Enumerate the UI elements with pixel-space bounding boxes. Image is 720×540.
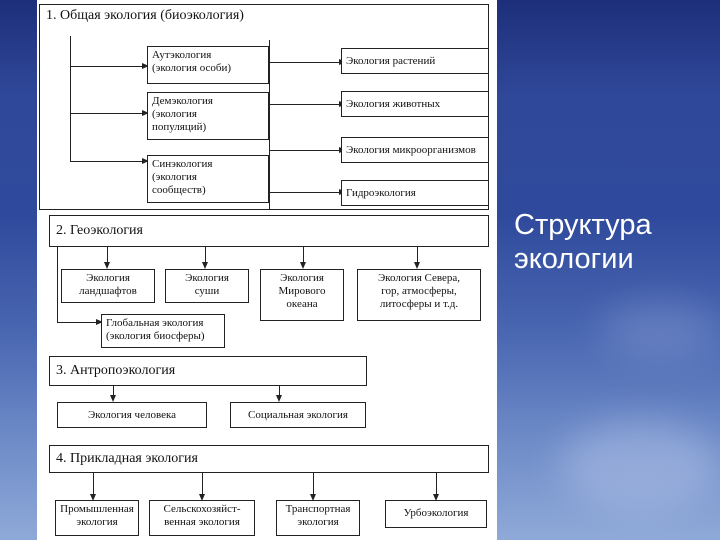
connector-line	[70, 66, 143, 68]
box-text: популяций)	[152, 121, 207, 133]
box-text: (экология	[152, 108, 197, 120]
box-text: экология	[297, 516, 339, 528]
arrow-icon	[96, 319, 103, 325]
box-north-ecology: Экология Севера, гор, атмосферы, литосфе…	[357, 269, 481, 321]
box-global-ecology: Глобальная экология (экология биосферы)	[101, 314, 225, 348]
box-ocean-ecology: Экология Мирового океана	[260, 269, 344, 321]
box-social-ecology: Социальная экология	[230, 402, 366, 428]
box-text: Экология	[185, 272, 229, 284]
box-text: Социальная экология	[248, 409, 348, 421]
connector-line	[269, 40, 271, 210]
connector-line	[70, 36, 72, 162]
connector-line	[93, 473, 95, 496]
section-1-header: 1. Общая экология (биоэкология)	[46, 8, 244, 23]
connector-line	[303, 247, 305, 264]
slide-title-line: экологии	[514, 243, 634, 275]
arrow-icon	[90, 494, 96, 501]
arrow-icon	[104, 262, 110, 269]
box-text: Экология	[280, 272, 324, 284]
box-text: Промышленная	[60, 503, 134, 515]
box-urban-ecology: Урбоэкология	[385, 500, 487, 528]
box-agricultural-ecology: Сельскохозяйст- венная экология	[149, 500, 255, 536]
box-text: сообществ)	[152, 184, 206, 196]
box-microorganism-ecology: Экология микроорганизмов	[341, 137, 489, 163]
box-text: Экология Севера,	[377, 272, 461, 284]
section-3-header-box: 3. Антропоэкология	[49, 356, 367, 386]
box-text: ландшафтов	[79, 285, 137, 297]
arrow-icon	[276, 395, 282, 402]
box-text: венная экология	[164, 516, 240, 528]
box-landscape-ecology: Экология ландшафтов	[61, 269, 155, 303]
connector-line	[269, 150, 340, 152]
connector-line	[57, 247, 59, 323]
connector-line	[113, 386, 115, 397]
box-text: (экология биосферы)	[106, 330, 205, 342]
box-transport-ecology: Транспортная экология	[276, 500, 360, 536]
box-animal-ecology: Экология животных	[341, 91, 489, 117]
connector-line	[107, 247, 109, 264]
box-text: Сельскохозяйст-	[163, 503, 241, 515]
box-demecology: Демэкология (экология популяций)	[147, 92, 269, 140]
arrow-icon	[300, 262, 306, 269]
arrow-icon	[142, 110, 149, 116]
section-2-header-box: 2. Геоэкология	[49, 215, 489, 247]
background-glow	[560, 420, 720, 510]
box-hydroecology: Гидроэкология	[341, 180, 489, 206]
section-2-header: 2. Геоэкология	[56, 223, 143, 238]
section-4-header-box: 4. Прикладная экология	[49, 445, 489, 473]
connector-line	[70, 113, 143, 115]
connector-line	[269, 62, 340, 64]
arrow-icon	[142, 158, 149, 164]
box-text: Глобальная экология	[106, 317, 204, 329]
box-industrial-ecology: Промышленная экология	[55, 500, 139, 536]
arrow-icon	[414, 262, 420, 269]
slide-title-line: Структура	[514, 209, 652, 241]
box-text: Экология растений	[346, 55, 436, 67]
box-text: экология	[76, 516, 118, 528]
box-text: (экология особи)	[152, 62, 232, 74]
box-text: Синэкология	[152, 158, 213, 170]
box-text: Транспортная	[285, 503, 351, 515]
arrow-icon	[199, 494, 205, 501]
connector-line	[313, 473, 315, 496]
box-plant-ecology: Экология растений	[341, 48, 489, 74]
box-text: гор, атмосферы,	[381, 285, 457, 297]
connector-line	[57, 322, 97, 324]
arrow-icon	[142, 63, 149, 69]
section-3-header: 3. Антропоэкология	[56, 363, 176, 378]
box-autecology: Аутэкология (экология особи)	[147, 46, 269, 84]
connector-line	[417, 247, 419, 264]
box-text: литосферы и т.д.	[379, 298, 459, 310]
box-synecology: Синэкология (экология сообществ)	[147, 155, 269, 203]
box-text: Мирового	[278, 285, 326, 297]
arrow-icon	[110, 395, 116, 402]
connector-line	[70, 161, 143, 163]
connector-line	[269, 104, 340, 106]
box-text: Гидроэкология	[346, 187, 416, 199]
arrow-icon	[202, 262, 208, 269]
connector-line	[436, 473, 438, 496]
box-text: (экология	[152, 171, 197, 183]
connector-line	[202, 473, 204, 496]
box-human-ecology: Экология человека	[57, 402, 207, 428]
box-land-ecology: Экология суши	[165, 269, 249, 303]
arrow-icon	[433, 494, 439, 501]
box-text: Экология человека	[87, 409, 177, 421]
box-text: Аутэкология	[152, 49, 212, 61]
background-glow	[600, 300, 720, 360]
box-text: Урбоэкология	[403, 507, 469, 519]
box-text: суши	[194, 285, 220, 297]
connector-line	[269, 192, 340, 194]
box-text: океана	[286, 298, 318, 310]
arrow-icon	[310, 494, 316, 501]
box-text: Экология микроорганизмов	[346, 144, 476, 156]
connector-line	[279, 386, 281, 397]
connector-line	[205, 247, 207, 264]
ecology-structure-diagram: 1. Общая экология (биоэкология) Аутэколо…	[37, 0, 497, 540]
slide-title: Структура экологии	[514, 208, 714, 276]
box-text: Демэкология	[152, 95, 213, 107]
section-4-header: 4. Прикладная экология	[56, 451, 198, 466]
box-text: Экология	[86, 272, 130, 284]
box-text: Экология животных	[346, 98, 441, 110]
